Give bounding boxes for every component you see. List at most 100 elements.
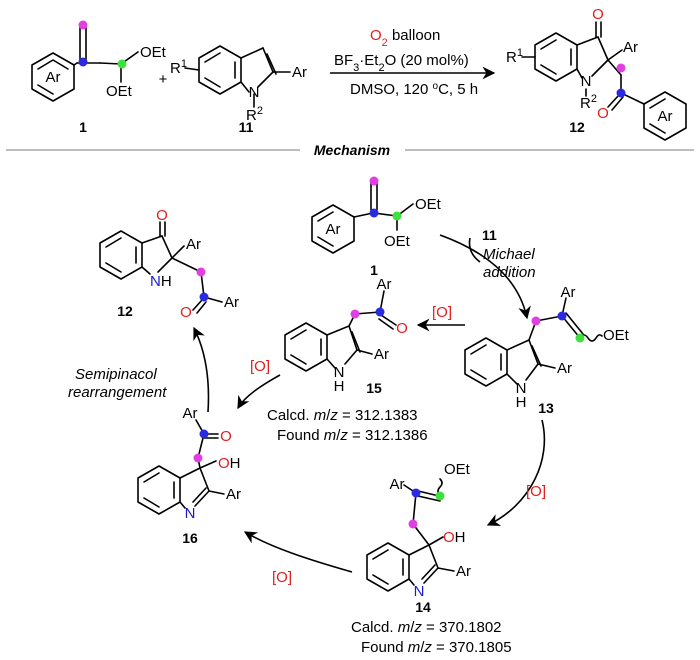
carbene-dot [78,57,88,67]
carbene-dot [369,176,379,186]
indole-nitrogen-label: N [516,380,527,397]
carbene-dot [375,307,385,317]
aryl-label: Ar [46,69,61,86]
ketone-oxygen-label: O [592,6,604,23]
carbene-dot [196,267,206,277]
aryl-label: Ar [623,39,638,56]
carbonyl-oxygen-label: O [396,320,408,337]
aryl-label: Ar [183,405,198,422]
arrow-13-to-14 [486,419,546,526]
compound-number: 12 [569,119,585,135]
aryl-label: Ar [377,276,392,293]
indoline-nh-label: NH [150,273,172,290]
indolenine-nitrogen-label: N [414,583,425,600]
hrms-15-found: Found m/z = 312.1386 [277,427,428,444]
compound-1-top: Ar OEt OEt 1 [31,20,167,135]
carbonyl-oxygen-label: O [180,304,192,321]
arrow-11-curve [468,237,481,263]
indole-nitrogen-label: N [334,364,345,381]
aryl-label: Ar [658,108,673,125]
ethoxy-label: OEt [603,327,630,344]
r2-label: R2 [580,93,597,112]
condition-o2: O2 balloon [370,27,440,49]
hrms-14-found: Found m/z = 370.1805 [361,639,512,656]
r1-label: R1 [170,58,187,77]
compound-number: 13 [538,400,554,416]
compound-16: Ar O OH Ar N 16 [137,405,241,546]
hrms-14-calcd: Calcd. m/z = 370.1802 [351,619,502,636]
compound-13: Ar OEt Ar N H 13 [464,284,630,416]
hydroxyl-label: OH [443,529,466,546]
aryl-label: Ar [390,476,405,493]
plus-sign: + [159,71,168,88]
carbene-dot [575,333,585,343]
carbene-dot [392,211,402,221]
carbene-dot [411,488,421,498]
condition-solvent: DMSO, 120 oC, 5 h [350,81,478,99]
aryl-label: Ar [557,360,572,377]
compound-12-top: R1 O Ar N R2 O Ar 12 [506,6,687,141]
indole-nh-h-label: H [516,394,527,411]
carbene-dot [435,491,445,501]
carbene-dot [616,63,626,73]
aryl-label: Ar [224,294,239,311]
ethoxy-label: OEt [106,83,133,100]
aryl-label: Ar [292,64,307,81]
ethoxy-label: OEt [415,196,442,213]
compound-11-top: R1 Ar N R2 11 [170,45,307,135]
aryl-label: Ar [226,486,241,503]
mechanism-heading: Mechanism [314,142,390,158]
carbene-dot [199,292,209,302]
carbonyl-oxygen-label: O [220,428,232,445]
ketone-oxygen-label: O [156,207,168,224]
reagent-11-label: 11 [482,227,497,243]
arrow-1-to-13 [439,234,531,320]
compound-number: 12 [117,303,133,319]
aryl-label: Ar [456,563,471,580]
compound-number: 14 [415,599,431,615]
carbene-dot [199,429,209,439]
condition-catalyst: BF3·Et2O (20 mol%) [334,52,469,74]
arrow-16-to-12 [193,326,210,413]
compound-15: Ar O Ar N H 15 [284,276,408,396]
step-michael-line2: addition [483,264,536,281]
step-semipinacol-line1: Semipinacol [75,366,157,383]
step-oxidation-label: [O] [272,569,292,586]
carbene-dot [78,20,88,30]
compound-number: 16 [182,530,198,546]
indolenine-nitrogen-label: N [185,505,196,522]
carbene-dot [350,309,360,319]
r1-label: R1 [506,47,523,66]
ethoxy-label: OEt [140,44,167,61]
carbene-dot [557,311,567,321]
step-oxidation-label: [O] [250,358,270,375]
carbene-dot [531,316,541,326]
compound-number: 11 [239,119,254,135]
indole-nh-h-label: H [334,378,345,395]
compound-number: 1 [370,262,378,278]
carbene-dot [193,453,203,463]
ethoxy-label: OEt [444,461,471,478]
step-oxidation-label: [O] [526,483,546,500]
aryl-label: Ar [561,284,576,301]
step-michael-line1: Michael [483,246,535,263]
ethoxy-label: OEt [384,233,411,250]
compound-number: 1 [79,119,87,135]
step-semipinacol-line2: rearrangement [68,384,167,401]
carbene-dot [408,519,418,529]
compound-number: 15 [366,380,382,396]
aryl-label: Ar [186,236,201,253]
carbene-dot [616,88,626,98]
indoline-nitrogen-label: N [581,73,592,90]
carbene-dot [369,208,379,218]
compound-14: Ar OEt OH Ar N 14 [366,461,471,615]
aryl-label: Ar [326,221,341,238]
aryl-label: Ar [374,346,389,363]
carbonyl-oxygen-label: O [597,105,609,122]
hydroxyl-label: OH [218,455,241,472]
arrow-14-to-16 [243,531,353,573]
compound-12-mechanism: O Ar NH O Ar 12 [99,207,239,321]
compound-1-mechanism: Ar OEt OEt 1 [311,176,442,278]
step-oxidation-label: [O] [432,304,452,321]
